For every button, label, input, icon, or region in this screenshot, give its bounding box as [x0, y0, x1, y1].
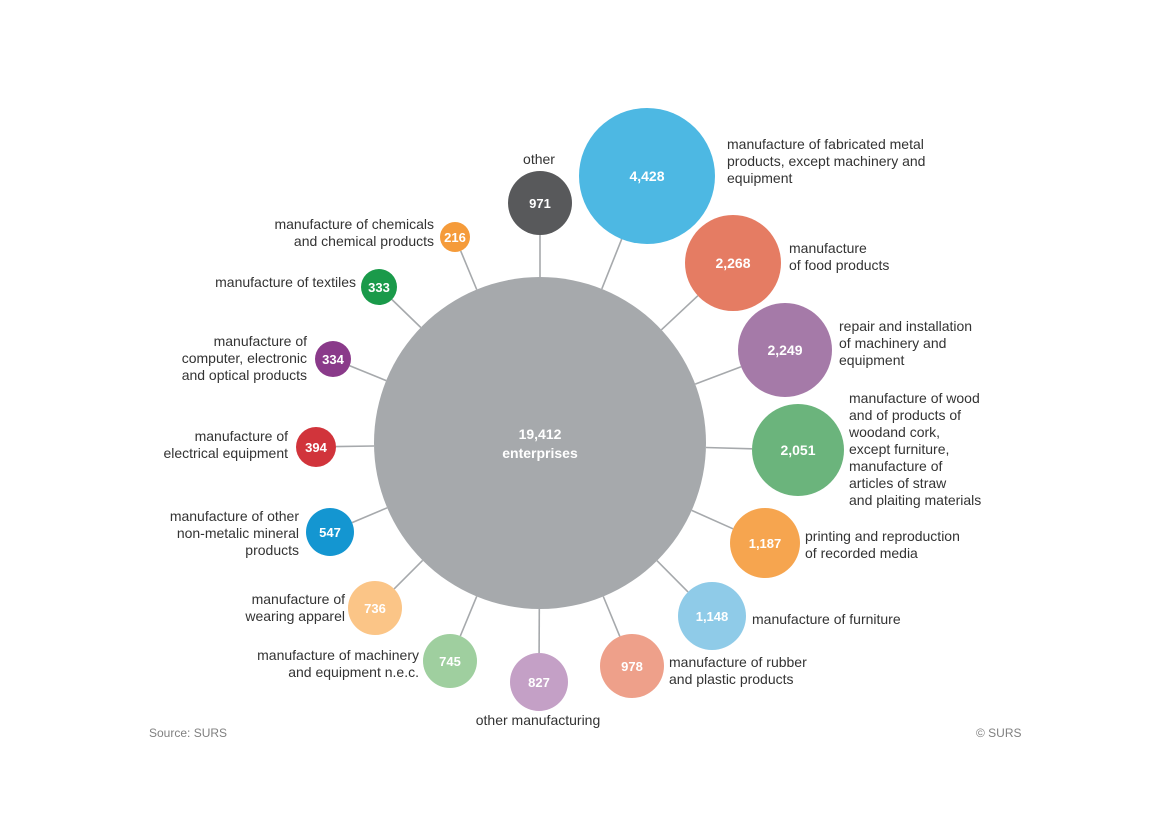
category-bubble	[730, 508, 800, 578]
category-bubble	[296, 427, 336, 467]
spoke-line	[694, 365, 742, 385]
spoke-line	[459, 250, 478, 290]
copyright-note: © SURS	[976, 726, 1022, 740]
bubble-value: 1,148	[696, 609, 729, 624]
bubble-value: 978	[621, 659, 643, 674]
spoke-line	[393, 559, 424, 590]
category-bubble	[579, 108, 715, 244]
bubble-value: 334	[322, 352, 344, 367]
category-bubble	[361, 269, 397, 305]
category-bubble	[423, 634, 477, 688]
bubble-value: 1,187	[749, 536, 782, 551]
category-bubble	[685, 215, 781, 311]
bubble-value: 2,051	[780, 442, 815, 458]
category-bubble	[510, 653, 568, 711]
bubble-value: 827	[528, 675, 550, 690]
bubble-value: 2,268	[715, 255, 750, 271]
bubble-value: 394	[305, 440, 327, 455]
spoke-line	[656, 560, 689, 593]
spoke-line	[391, 298, 422, 329]
spoke-line	[351, 507, 388, 524]
bubble-value: 745	[439, 654, 461, 669]
center-value: 19,412	[519, 426, 562, 442]
category-bubble	[738, 303, 832, 397]
category-bubble	[440, 222, 470, 252]
category-bubble	[508, 171, 572, 235]
bubble-value: 736	[364, 601, 386, 616]
spoke-line	[349, 365, 387, 382]
spoke-line	[691, 509, 734, 530]
category-bubble	[600, 634, 664, 698]
bubble-label: manufacture of textiles	[215, 274, 356, 290]
spoke-line	[602, 596, 621, 637]
center-bubble	[374, 277, 706, 609]
bubble-value: 4,428	[629, 168, 664, 184]
bubble-label: other manufacturing	[476, 712, 601, 728]
spoke-line	[660, 295, 699, 331]
bubble-label: manufacture of furniture	[752, 611, 901, 627]
bubble-value: 2,249	[767, 342, 802, 358]
spoke-line	[459, 596, 478, 637]
spoke-line	[601, 238, 623, 290]
category-bubble	[315, 341, 351, 377]
center-label: enterprises	[502, 445, 578, 461]
category-bubble	[752, 404, 844, 496]
category-bubble	[678, 582, 746, 650]
category-bubble	[306, 508, 354, 556]
spoke-line	[705, 446, 753, 450]
bubble-value: 971	[529, 196, 551, 211]
bubble-value: 333	[368, 280, 390, 295]
bubble-value: 216	[444, 230, 466, 245]
bubble-label: other	[523, 151, 555, 167]
source-note: Source: SURS	[149, 726, 228, 740]
spoke-line	[335, 445, 375, 448]
category-bubble	[348, 581, 402, 635]
bubble-value: 547	[319, 525, 341, 540]
